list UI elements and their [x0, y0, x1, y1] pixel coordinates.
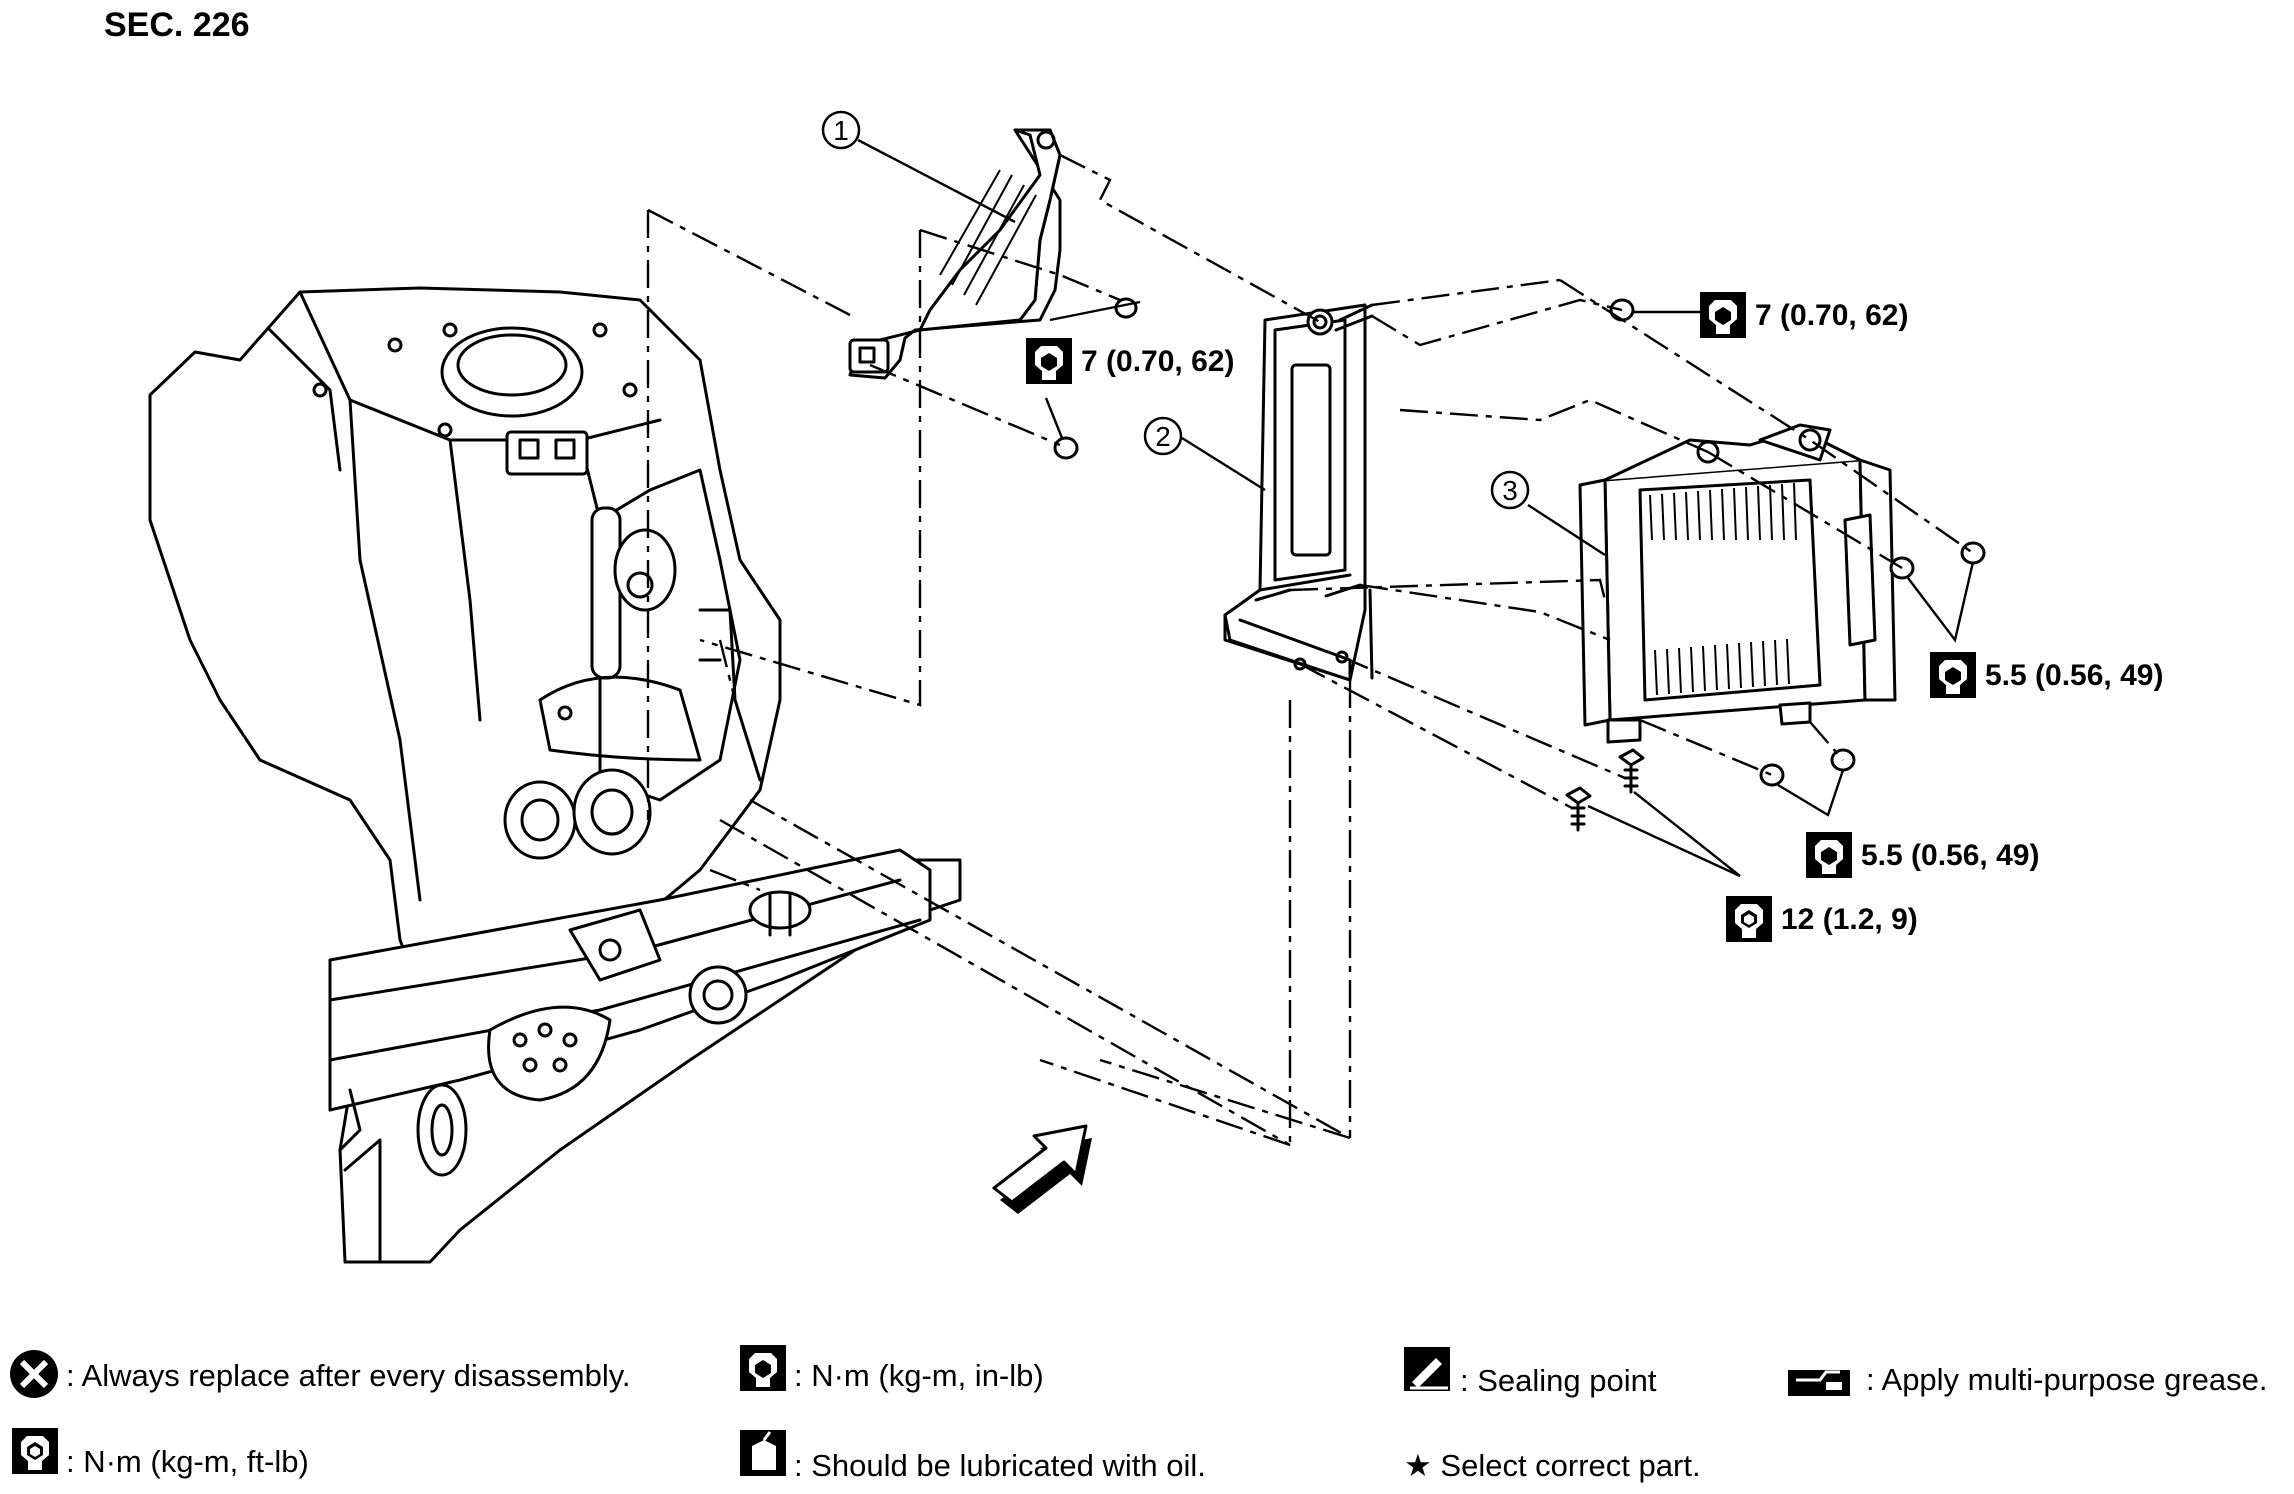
- legend-item-torque-in-lb: : N·m (kg-m, in-lb): [740, 1345, 1044, 1393]
- torque-wrench-icon: [1806, 832, 1852, 878]
- torque-spec-2: 7 (0.70, 62): [1700, 292, 1908, 338]
- legend-item-oil: : Should be lubricated with oil.: [740, 1430, 1206, 1483]
- section-label: SEC. 226: [104, 6, 250, 44]
- torque-spec-4: 5.5 (0.56, 49): [1806, 832, 2039, 878]
- torque-wrench-icon: [740, 1345, 786, 1391]
- leader-lines: [857, 138, 1975, 878]
- torque-wrench-outline-icon: [1726, 896, 1772, 942]
- callout-2-number: 2: [1155, 421, 1171, 452]
- oil-can-icon: [740, 1430, 786, 1476]
- callout-3-number: 3: [1502, 475, 1518, 506]
- callout-2: 2: [1143, 416, 1183, 456]
- replace-x-icon: [10, 1350, 58, 1398]
- torque-wrench-icon: [1930, 652, 1976, 698]
- legend-text: ★ Select correct part.: [1404, 1448, 1701, 1483]
- callout-1: 1: [821, 110, 861, 150]
- legend-item-select-part: ★ Select correct part.: [1404, 1448, 1701, 1483]
- part-1-bracket: [848, 128, 1062, 380]
- torque-value: 5.5 (0.56, 49): [1861, 839, 2039, 872]
- legend-item-torque-ft-lb: : N·m (kg-m, ft-lb): [12, 1428, 309, 1479]
- part-3-control-unit: [1578, 423, 1897, 744]
- legend-text: : Should be lubricated with oil.: [794, 1448, 1206, 1483]
- grease-gun-icon: [1788, 1370, 1850, 1396]
- torque-spec-3: 5.5 (0.56, 49): [1930, 652, 2163, 698]
- front-direction-arrow-icon: [992, 1124, 1092, 1214]
- assembly-lines: [646, 153, 1974, 1147]
- legend-text: : Always replace after every disassembly…: [66, 1358, 631, 1393]
- callout-3: 3: [1490, 470, 1530, 510]
- torque-value: 12 (1.2, 9): [1781, 903, 1918, 936]
- torque-value: 7 (0.70, 62): [1081, 345, 1234, 378]
- part-2-bracket-plate: [1223, 303, 1374, 682]
- fastener-bolts: [1565, 748, 1645, 832]
- legend-item-replace: : Always replace after every disassembly…: [10, 1350, 631, 1398]
- torque-wrench-outline-icon: [12, 1428, 58, 1474]
- legend-text: : N·m (kg-m, in-lb): [794, 1358, 1044, 1393]
- sealing-point-icon: [1404, 1347, 1450, 1391]
- torque-spec-1: 7 (0.70, 62): [1026, 338, 1234, 384]
- torque-spec-5: 12 (1.2, 9): [1726, 896, 1918, 942]
- legend-text: : N·m (kg-m, ft-lb): [66, 1444, 309, 1479]
- vehicle-body-panel: [148, 286, 962, 1264]
- torque-value: 7 (0.70, 62): [1755, 299, 1908, 332]
- legend-item-sealing: : Sealing point: [1404, 1347, 1657, 1398]
- legend-text: : Sealing point: [1460, 1363, 1657, 1398]
- legend-item-grease: : Apply multi-purpose grease.: [1788, 1362, 2268, 1397]
- legend: : Always replace after every disassembly…: [10, 1345, 2268, 1483]
- torque-value: 5.5 (0.56, 49): [1985, 659, 2163, 692]
- torque-wrench-icon: [1026, 338, 1072, 384]
- fastener-nuts: [1053, 297, 1986, 787]
- legend-text: : Apply multi-purpose grease.: [1866, 1362, 2268, 1397]
- callout-1-number: 1: [833, 115, 849, 146]
- torque-wrench-icon: [1700, 292, 1746, 338]
